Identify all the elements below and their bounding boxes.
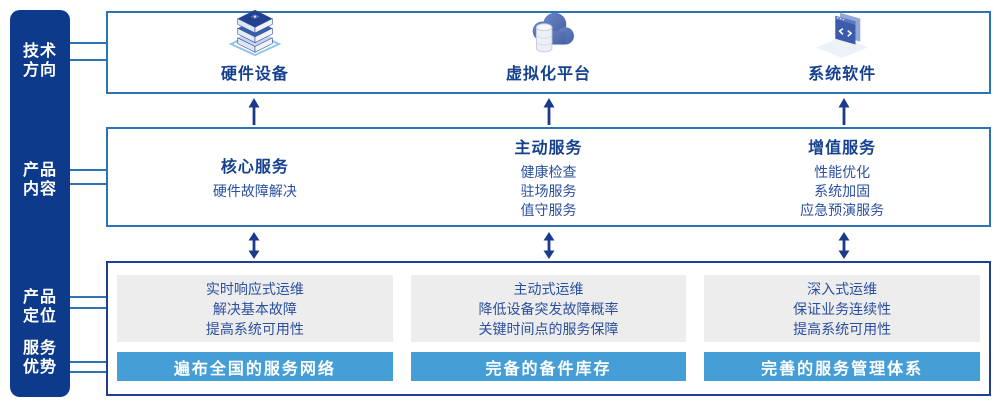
positioning-line: 关键时间点的服务保障 [478, 320, 619, 337]
positioning-column-deep: 深入式运维 保证业务连续性 提高系统可用性 完善的服务管理体系 [704, 275, 981, 381]
left-bar-label-line: 优势 [22, 359, 57, 376]
arrow-cell [106, 231, 401, 259]
positioning-line: 主动式运维 [513, 280, 584, 297]
arrow-cell [696, 231, 991, 259]
arrow-cell [106, 97, 401, 125]
left-bar-label-tech-direction: 技术 方向 [10, 42, 70, 80]
positioning-advantage-box: 实时响应式运维 解决基本故障 提高系统可用性 遍布全国的服务网络 主动式运维 降… [106, 261, 991, 396]
tech-item-label: 虚拟化平台 [506, 66, 592, 83]
left-bar-label-product-content: 产品 内容 [10, 161, 70, 199]
advantage-bar: 完善的服务管理体系 [704, 352, 981, 381]
left-bar-label-line: 内容 [22, 181, 57, 198]
positioning-column-realtime: 实时响应式运维 解决基本故障 提高系统可用性 遍布全国的服务网络 [117, 275, 393, 381]
software-window-icon [811, 8, 873, 58]
positioning-line: 保证业务连续性 [793, 300, 892, 317]
product-content-box: 核心服务 硬件故障解决 主动服务 健康检查 驻场服务 值守服务 增值服务 性能优… [106, 127, 991, 227]
left-category-bar: 技术 方向 产品 内容 产品 定位 服务 优势 [10, 10, 70, 397]
positioning-line: 深入式运维 [807, 280, 878, 297]
service-item: 系统加固 [814, 183, 871, 199]
service-item: 硬件故障解决 [212, 183, 297, 199]
up-arrow-icon [838, 97, 849, 125]
left-bar-label-line: 产品 [22, 162, 57, 179]
tech-item-system-software: 系统软件 [695, 12, 989, 92]
connector-line [70, 371, 107, 373]
arrow-cell [401, 97, 696, 125]
positioning-line: 提高系统可用性 [205, 320, 304, 337]
tech-item-virtualization: 虚拟化平台 [402, 12, 696, 92]
tech-item-label: 系统软件 [808, 66, 877, 83]
left-bar-label-service-advantage: 服务 优势 [10, 339, 70, 377]
positioning-column-proactive: 主动式运维 降低设备突发故障概率 关键时间点的服务保障 完备的备件库存 [410, 275, 687, 381]
arrow-row-bottom [106, 231, 991, 259]
up-arrow-icon [543, 97, 554, 125]
connector-line [70, 361, 107, 363]
cloud-database-icon [518, 8, 580, 58]
arrow-row-top [106, 97, 991, 125]
left-bar-label-line: 产品 [22, 289, 57, 306]
positioning-panel: 主动式运维 降低设备突发故障概率 关键时间点的服务保障 [410, 275, 687, 343]
service-column-title: 增值服务 [808, 140, 877, 157]
positioning-panel: 实时响应式运维 解决基本故障 提高系统可用性 [117, 275, 393, 343]
service-column-title: 核心服务 [220, 159, 289, 176]
service-item: 性能优化 [814, 164, 871, 180]
positioning-line: 降低设备突发故障概率 [478, 300, 619, 317]
double-arrow-icon [838, 231, 849, 259]
double-arrow-icon [543, 231, 554, 259]
up-arrow-icon [248, 97, 259, 125]
connector-line [70, 183, 107, 185]
left-bar-label-line: 方向 [22, 62, 57, 79]
positioning-line: 提高系统可用性 [793, 320, 892, 337]
tech-item-hardware: 硬件设备 [108, 9, 402, 92]
advantage-bar: 遍布全国的服务网络 [117, 352, 393, 381]
connector-line [70, 296, 107, 298]
service-column-value-added: 增值服务 性能优化 系统加固 应急预演服务 [695, 129, 989, 225]
left-bar-label-line: 技术 [22, 43, 57, 60]
service-column-title: 主动服务 [514, 140, 583, 157]
double-arrow-icon [248, 231, 259, 259]
connector-line [70, 42, 107, 44]
service-column-proactive: 主动服务 健康检查 驻场服务 值守服务 [402, 129, 696, 225]
connector-line [70, 59, 107, 61]
arrow-cell [401, 231, 696, 259]
tech-direction-box: 硬件设备 [106, 9, 991, 94]
service-item: 健康检查 [520, 164, 577, 180]
positioning-line: 实时响应式运维 [205, 280, 304, 297]
service-item: 驻场服务 [520, 183, 577, 199]
left-bar-label-line: 定位 [22, 308, 57, 325]
server-stack-icon [224, 8, 286, 58]
positioning-panel: 深入式运维 保证业务连续性 提高系统可用性 [704, 275, 981, 343]
left-bar-label-product-positioning: 产品 定位 [10, 288, 70, 326]
service-item: 应急预演服务 [800, 202, 885, 218]
connector-line [70, 307, 107, 309]
service-column-core: 核心服务 硬件故障解决 [108, 129, 402, 225]
left-bar-label-line: 服务 [22, 340, 57, 357]
connector-line [70, 169, 107, 171]
service-item: 值守服务 [520, 202, 577, 218]
positioning-line: 解决基本故障 [212, 300, 297, 317]
arrow-cell [696, 97, 991, 125]
advantage-bar: 完备的备件库存 [410, 352, 687, 381]
tech-item-label: 硬件设备 [220, 66, 289, 83]
